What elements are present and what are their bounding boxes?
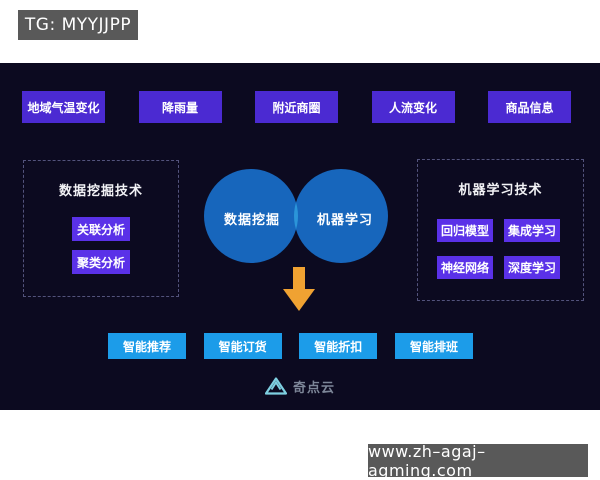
venn-right-circle <box>294 169 388 263</box>
ensemble-learning-box: 集成学习 <box>504 219 560 242</box>
smart-recommendation-box: 智能推荐 <box>108 333 186 359</box>
smart-ordering-box: 智能订货 <box>203 333 282 359</box>
venn-left-label: 数据挖掘 <box>223 213 280 228</box>
venn-left-circle <box>204 169 298 263</box>
smart-discount-box: 智能折扣 <box>299 333 378 359</box>
qidianyun-logo-icon <box>264 377 287 395</box>
neural-network-box: 神经网络 <box>437 256 493 279</box>
venn-right-label: 机器学习 <box>316 213 373 228</box>
association-analysis-box: 关联分析 <box>72 217 130 241</box>
brand-logo: 奇点云 <box>0 375 600 397</box>
down-arrow-icon <box>293 267 305 290</box>
smart-outputs-row: 智能推荐 智能订货 智能折扣 智能排班 <box>108 333 473 359</box>
input-factors-row: 地域气温变化 降雨量 附近商圈 人流变化 商品信息 <box>22 91 571 123</box>
factor-box-nearby-business: 附近商圈 <box>255 91 338 123</box>
cluster-analysis-box: 聚类分析 <box>72 250 130 274</box>
telegram-watermark-label: TG: MYYJJPP <box>18 10 138 40</box>
data-mining-tech-group: 数据挖掘技术 关联分析 聚类分析 <box>23 160 179 297</box>
factor-box-region-temperature: 地域气温变化 <box>22 91 105 123</box>
factor-box-rainfall: 降雨量 <box>138 91 222 123</box>
smart-scheduling-box: 智能排班 <box>394 333 473 359</box>
regression-model-box: 回归模型 <box>437 219 493 242</box>
machine-learning-tech-group: 机器学习技术 回归模型 集成学习 神经网络 深度学习 <box>417 159 584 301</box>
diagram-panel: 地域气温变化 降雨量 附近商圈 人流变化 商品信息 数据挖掘技术 关联分析 聚类… <box>0 63 600 410</box>
factor-box-product-info: 商品信息 <box>488 91 571 123</box>
machine-learning-tech-title: 机器学习技术 <box>458 183 543 198</box>
down-arrow-head <box>283 289 315 311</box>
deep-learning-box: 深度学习 <box>504 256 560 279</box>
website-watermark-label: www.zh–agaj–agming.com <box>368 442 588 480</box>
data-mining-tech-title: 数据挖掘技术 <box>58 184 143 199</box>
brand-name: 奇点云 <box>292 380 335 396</box>
factor-box-foot-traffic: 人流变化 <box>371 91 455 123</box>
venn-diagram <box>204 169 388 263</box>
